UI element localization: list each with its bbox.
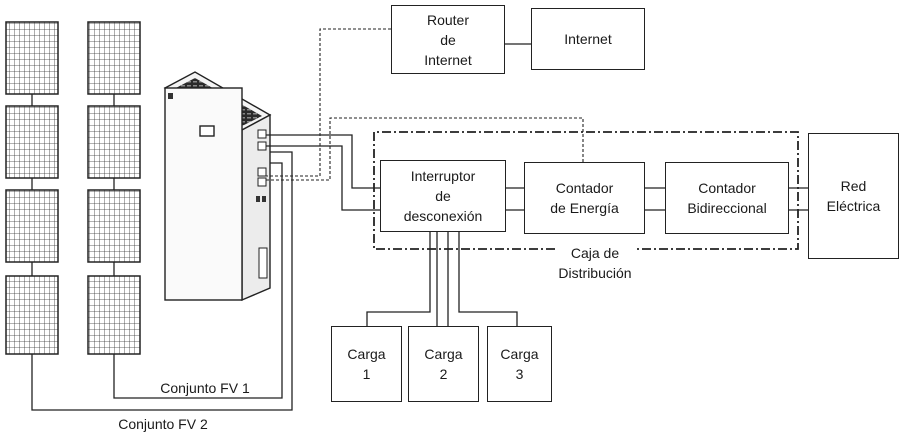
load-wiring	[366, 232, 518, 326]
distribution-box-label: Caja de Distribución	[558, 245, 632, 281]
internet-router-box: Router de Internet	[391, 5, 505, 74]
load-2-box: Carga 2	[408, 326, 479, 402]
solar-panel-icon	[5, 21, 59, 95]
power-grid-box: Red Eléctrica	[808, 133, 899, 259]
solar-panel-icon	[87, 275, 141, 355]
bidirectional-meter-box: Contador Bidireccional	[665, 162, 789, 234]
load-1-box: Carga 1	[331, 326, 402, 402]
solar-panel-icon	[87, 105, 141, 179]
energy-meter-box: Contador de Energía	[524, 162, 645, 234]
disconnect-switch-box: Interruptor de desconexión	[380, 160, 506, 232]
solar-panel-icon	[5, 189, 59, 263]
pv-array-2-panels	[87, 21, 141, 355]
pv-array-2-label: Conjunto FV 2	[118, 416, 208, 432]
solar-panel-icon	[87, 189, 141, 263]
solar-panel-icon	[5, 105, 59, 179]
distribution-box-outline	[373, 131, 799, 250]
solar-panel-icon	[5, 275, 59, 355]
hybrid-inverter-battery-icon	[163, 71, 272, 302]
ac-wiring	[266, 134, 380, 211]
pv-wiring	[31, 94, 293, 411]
comm-lines	[266, 28, 584, 181]
load-3-box: Carga 3	[487, 326, 552, 402]
internet-box: Internet	[531, 8, 645, 70]
pv-array-1-label: Conjunto FV 1	[160, 380, 250, 396]
solar-panel-icon	[87, 21, 141, 95]
